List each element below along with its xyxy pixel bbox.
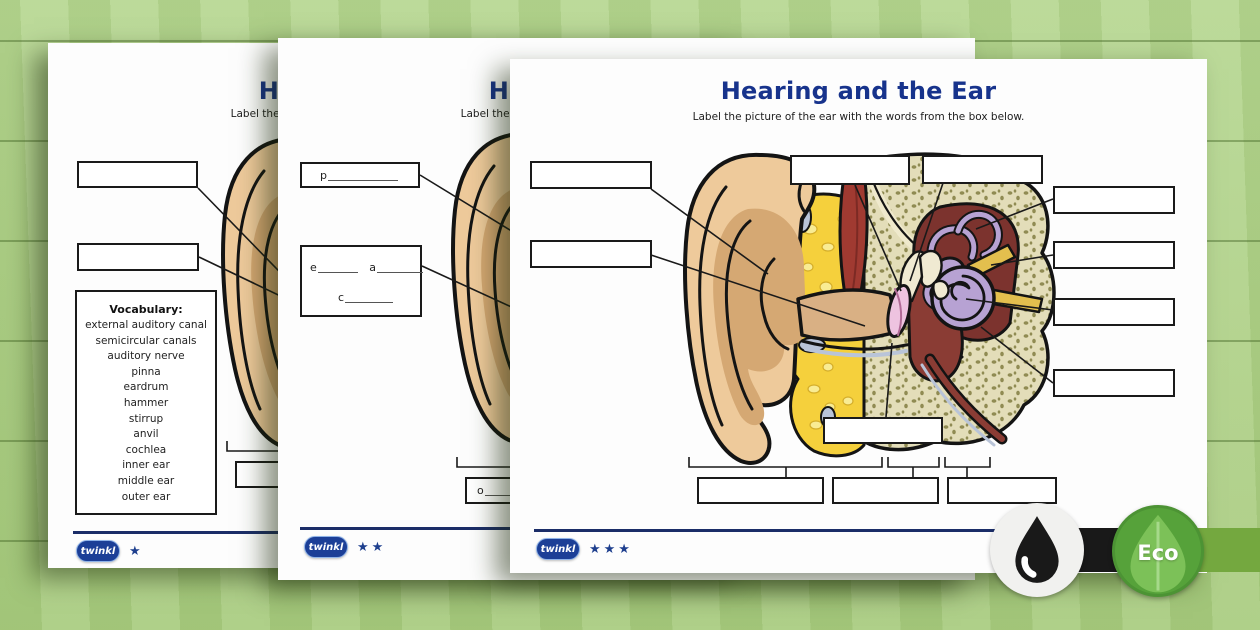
eco-badge: Eco [1112,505,1204,597]
vocabulary-word: stirrup [128,412,164,425]
vocabulary-word: semicircular canals [95,334,197,347]
vocabulary-word: pinna [131,365,161,378]
page-subtitle: Label the picture of the ear with the wo… [692,111,1025,123]
vocabulary-list: external auditory canal semicircular cana… [77,318,215,505]
hint-letter: a [369,261,377,274]
hint-letter: e [310,261,317,274]
label-box [823,417,943,444]
hint-letter: p [320,169,327,182]
twinkl-logo: twinkl [536,538,580,560]
label-box [832,477,939,504]
label-box [77,161,198,188]
label-box [1053,369,1175,397]
label-box [77,243,199,271]
twinkl-logo: twinkl [76,540,120,562]
label-box [530,240,652,268]
label-box [922,155,1043,184]
page-title: Hearing and the Ear [720,77,997,105]
label-box [530,161,652,189]
vocabulary-word: auditory nerve [107,350,185,363]
vocabulary-word: inner ear [122,459,170,472]
eco-leaf-icon [1130,514,1186,593]
label-box [697,477,824,504]
answer-blank [327,170,398,181]
label-box [1053,186,1175,214]
answer-blank [377,262,424,273]
label-box [947,477,1057,504]
vocabulary-box: Vocabulary: external auditory canal semic… [75,290,217,515]
vocabulary-heading: Vocabulary: [109,303,183,316]
answer-blank [317,262,358,273]
star-rating: ★ [129,543,144,559]
footer-divider [534,529,1182,532]
label-box-external-canal-hint: e a c [300,245,424,317]
label-box [1053,298,1175,326]
star-rating: ★★★ [589,541,633,557]
vocabulary-word: anvil [133,428,159,441]
hint-letter: c [338,291,345,304]
vocabulary-word: outer ear [121,490,171,503]
label-box [1053,241,1175,269]
answer-blank [345,292,394,303]
star-rating: ★★ [357,539,387,555]
hint-letter: o [477,484,484,497]
eco-label: Eco [1137,541,1179,565]
label-box-pinna-hint: p [300,162,420,188]
answer-blank [484,485,523,496]
vocabulary-word: eardrum [123,381,169,394]
worksheet-page-3-star: Hearing and the Ear Label the picture of… [510,59,1207,573]
ink-drop-icon [1015,516,1059,583]
vocabulary-word: hammer [123,396,169,409]
vocabulary-word: external auditory canal [85,319,207,331]
label-box [790,155,910,185]
twinkl-logo: twinkl [304,536,348,558]
vocabulary-word: cochlea [125,443,167,456]
vocabulary-word: middle ear [117,474,175,487]
ink-drop-badge [990,503,1084,597]
